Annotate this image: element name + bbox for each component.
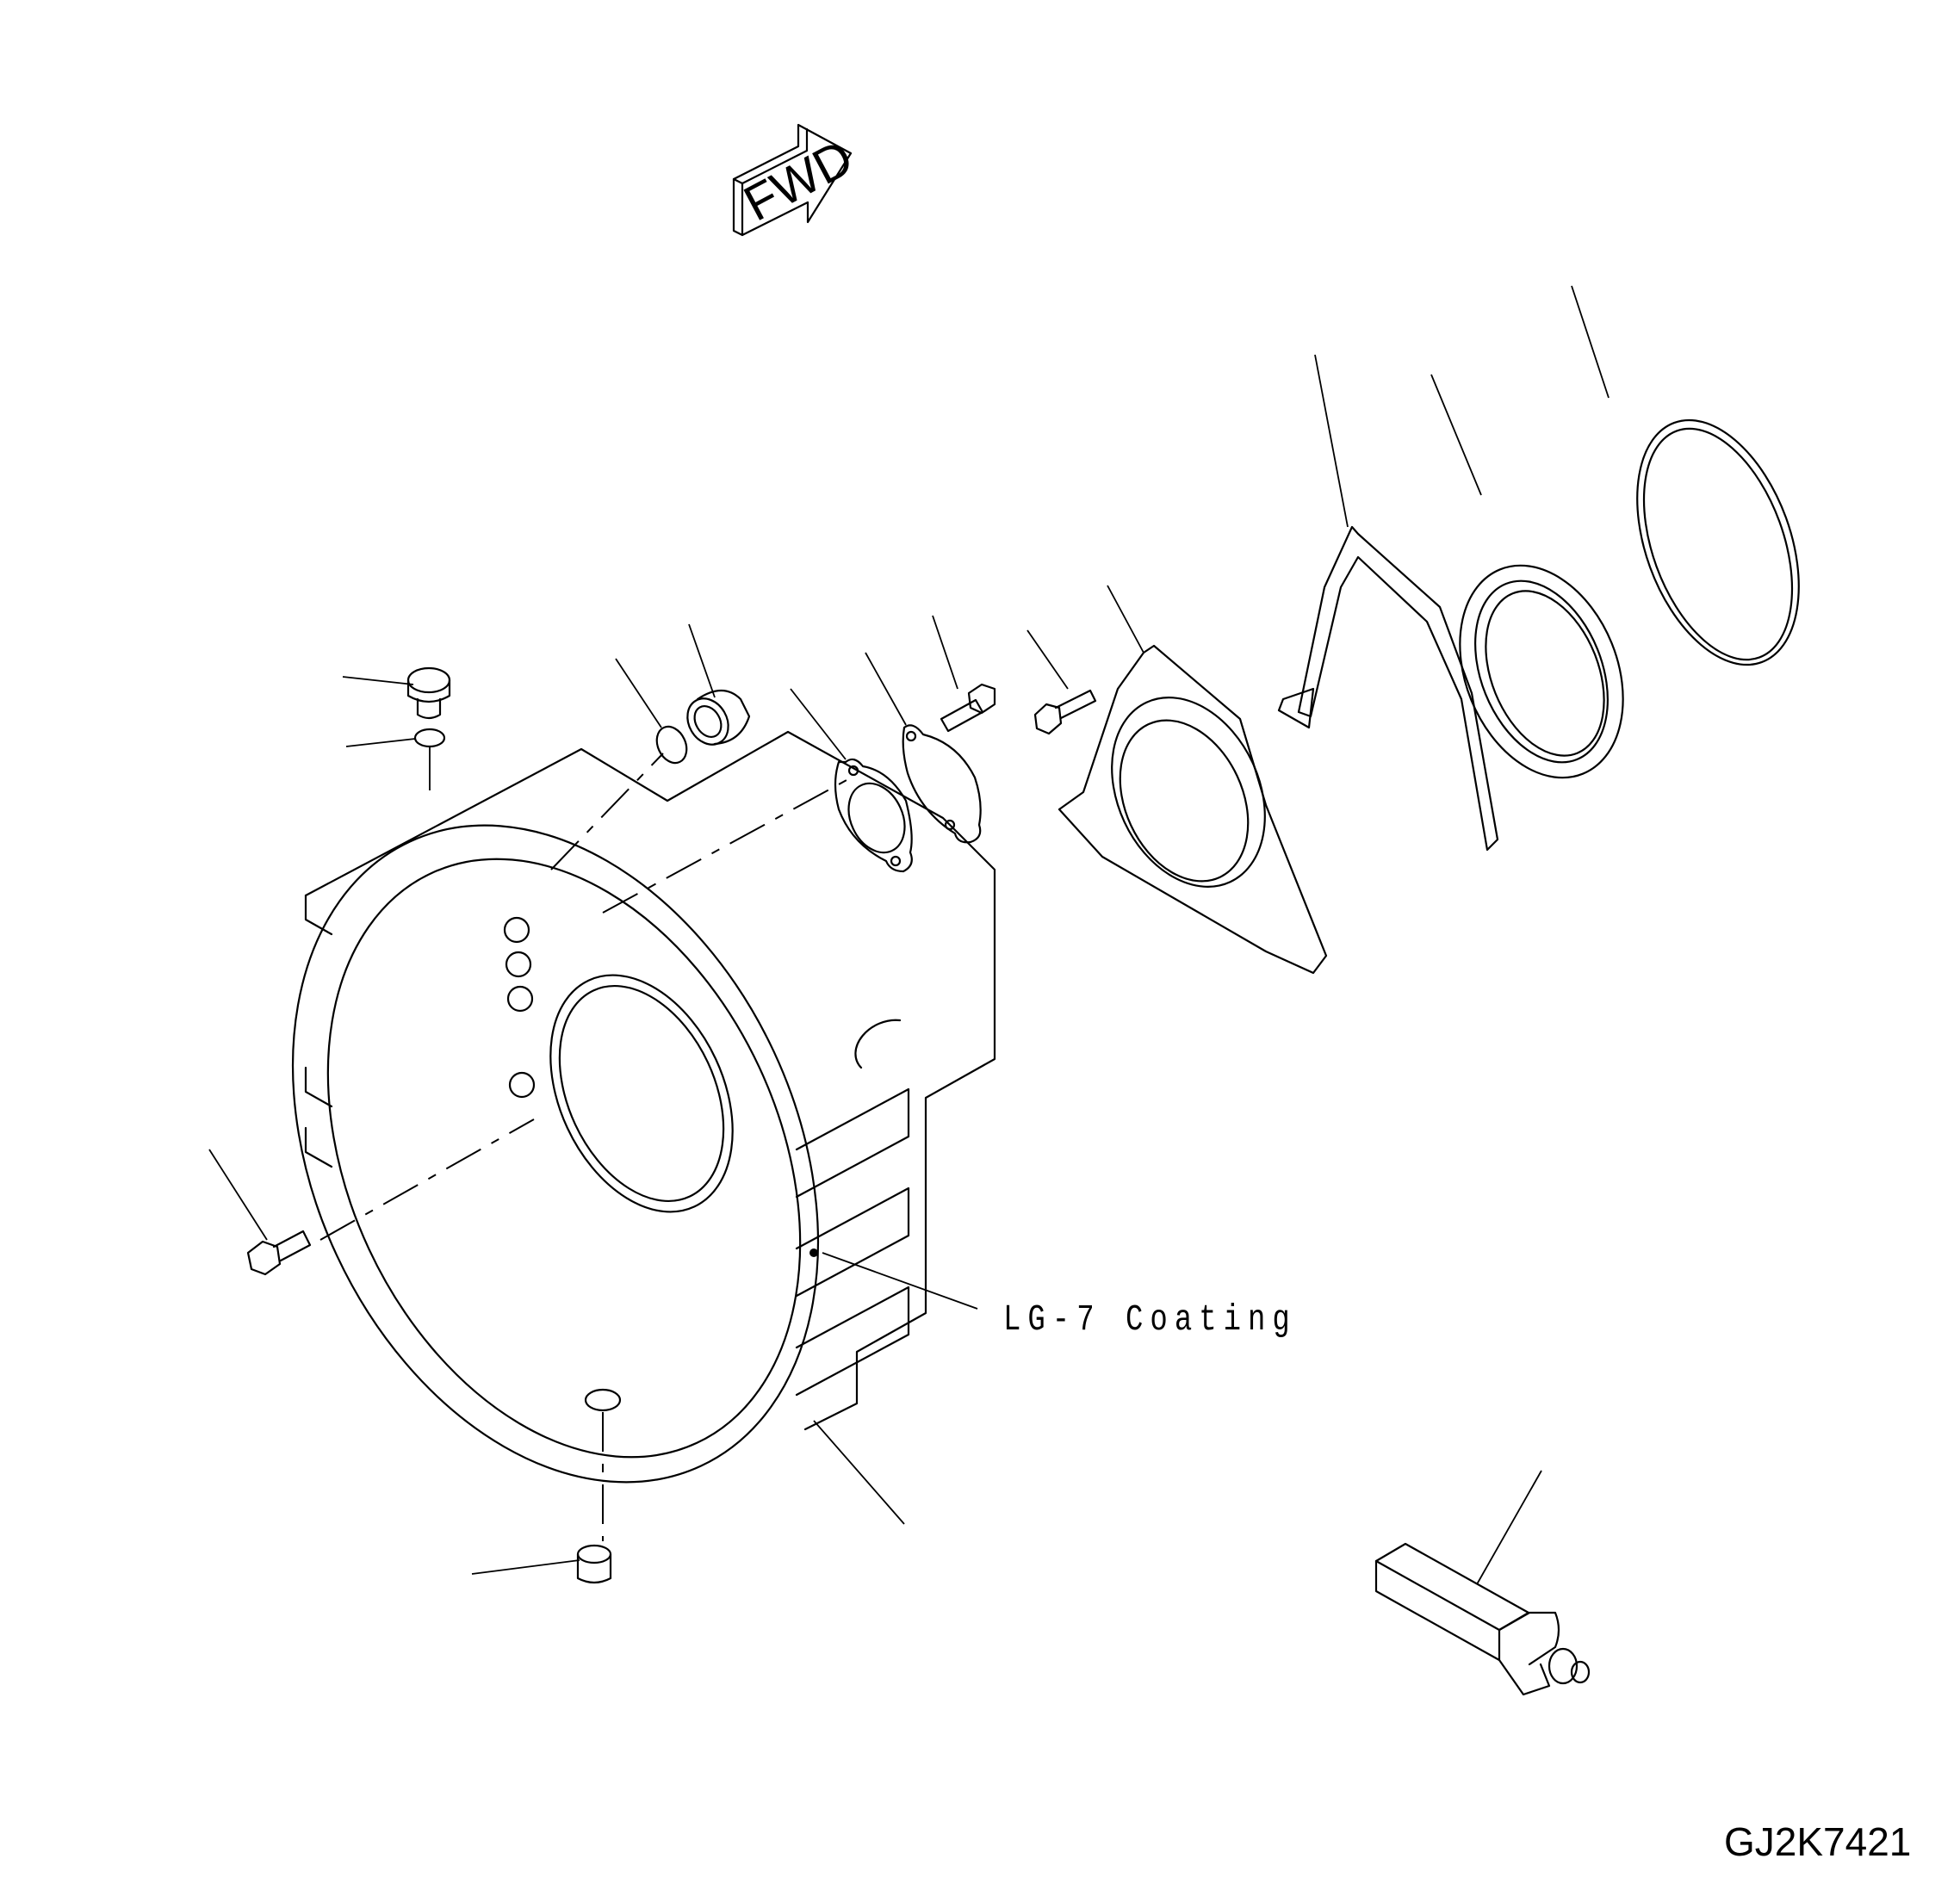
sealant-tube-icon (1374, 1542, 1591, 1696)
bolt-seal-housing-icon (1033, 689, 1097, 735)
seal-housing-icon (1058, 644, 1328, 975)
assembly-lines (319, 753, 849, 1541)
leader-lines (208, 285, 1610, 1585)
o-ring-cover-icon (655, 725, 688, 765)
fwd-arrow-icon: FWD (732, 123, 862, 237)
bolt-cover-icon (940, 683, 996, 733)
lg7-coating-annotation: LG-7 Coating (1003, 1300, 1297, 1341)
oil-seal-icon (1459, 564, 1624, 779)
bolt-mounting-icon (246, 1230, 312, 1276)
flywheel-housing-icon (291, 730, 996, 1484)
gasket-seal-housing-icon (1277, 525, 1499, 852)
figure-id: GJ2K7421 (1724, 1819, 1912, 1864)
o-ring-small-icon (413, 728, 446, 748)
sleeve-plug-icon (686, 689, 751, 746)
cover-plate-icon (902, 724, 982, 844)
o-ring-large-icon (1636, 418, 1800, 666)
plug-top-icon (406, 666, 451, 720)
plug-bottom-icon (576, 1544, 612, 1584)
gasket-round-icon (834, 758, 913, 873)
